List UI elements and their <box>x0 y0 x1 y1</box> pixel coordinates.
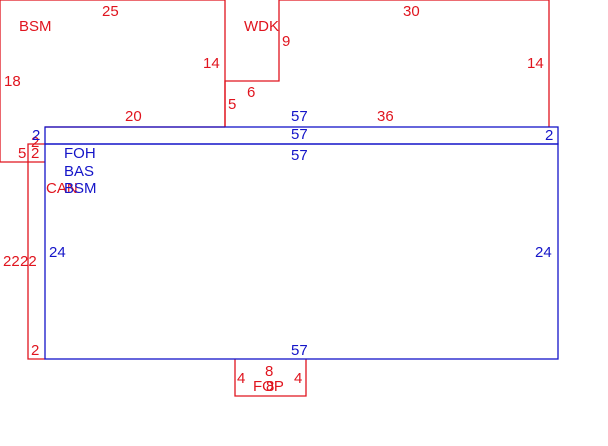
dim-fop-right: 4 <box>294 370 302 387</box>
area-label-bsm-lower: BSM <box>64 180 97 197</box>
bsm-upper-outline <box>0 0 226 162</box>
dim-bsm-top: 25 <box>102 3 119 20</box>
blue-outline-group <box>44 126 559 360</box>
dim-wing-bottom: 36 <box>377 108 394 125</box>
dim-ell-two-a: 2 <box>31 134 39 151</box>
can-outline <box>27 143 45 360</box>
dim-step-width: 6 <box>247 84 255 101</box>
dim-strip-top: 57 <box>291 108 308 125</box>
dim-bsm-bottom: 20 <box>125 108 142 125</box>
dim-strip-right: 2 <box>545 127 553 144</box>
dim-ell-five: 5 <box>18 145 26 162</box>
main-house-outline <box>44 143 559 360</box>
dim-main-right: 24 <box>535 244 552 261</box>
wing-outline <box>224 0 550 127</box>
red-outline-group <box>0 0 550 397</box>
dim-fop-inner: 8 <box>266 378 274 395</box>
dim-strip-mid: 57 <box>291 126 308 143</box>
area-label-can: CAN <box>46 180 78 197</box>
area-label-wdk: WDK <box>244 18 279 35</box>
dim-can-left-a: 22 <box>3 253 20 270</box>
area-label-bas: BAS <box>64 163 94 180</box>
dim-main-left: 24 <box>49 244 66 261</box>
dim-wdk-right: 9 <box>282 33 290 50</box>
dim-bsm-right: 14 <box>203 55 220 72</box>
dim-can-left-b: 22 <box>20 253 37 270</box>
dim-main-bottom: 57 <box>291 342 308 359</box>
dim-step-bottom: 5 <box>228 96 236 113</box>
dim-ell-two-b: 2 <box>31 145 39 162</box>
dim-bsm-left: 18 <box>4 73 21 90</box>
fop-outline <box>234 359 307 397</box>
dim-strip-left: 2 <box>32 127 40 144</box>
area-label-fop: FOP <box>253 378 284 395</box>
dim-fop-left: 4 <box>237 370 245 387</box>
dim-ell-two-bottom: 2 <box>31 342 39 359</box>
dim-fop-top: 8 <box>265 363 273 380</box>
area-label-bsm-upper: BSM <box>19 18 52 35</box>
dim-wing-right: 14 <box>527 55 544 72</box>
dim-wing-top: 30 <box>403 3 420 20</box>
dim-main-top: 57 <box>291 147 308 164</box>
area-label-foh: FOH <box>64 145 96 162</box>
